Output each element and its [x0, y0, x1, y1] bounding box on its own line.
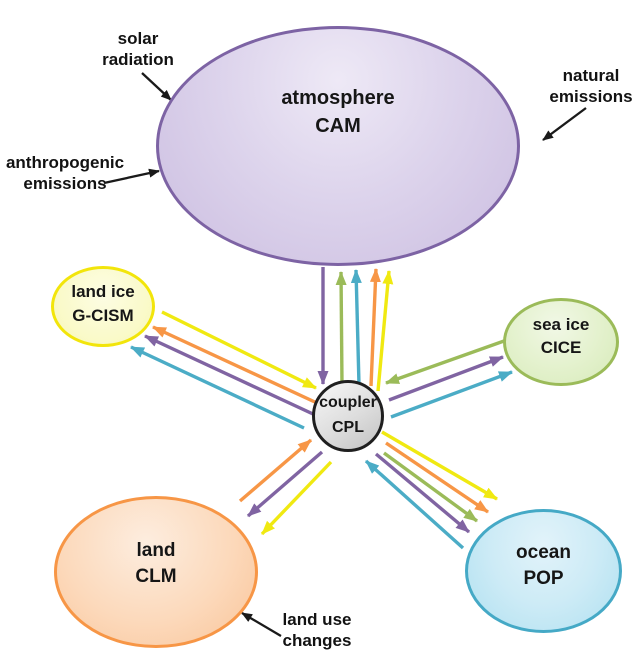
flow-arrow-coupler-to-land-yellow [260, 460, 333, 536]
flow-arrow-coupler-to-land_ice-orange [152, 325, 318, 405]
annotation-land-use-changes-line1: land use [282, 610, 352, 629]
node-coupler: coupler CPL [312, 380, 384, 452]
node-land: land CLM [54, 496, 258, 648]
flow-arrow-land_ice-to-coupler-yellow [161, 310, 317, 390]
flow-arrow-coupler-to-atmosphere-orange [369, 268, 381, 387]
annotation-arrow-solar_radiation [141, 72, 172, 101]
node-sea-ice: sea ice CICE [503, 298, 619, 386]
node-land-ice: land ice G-CISM [51, 266, 155, 347]
annotation-anthropogenic-emissions: anthropogenic emissions [0, 152, 130, 194]
annotation-natural-emissions-line1: natural [562, 66, 620, 85]
node-land-ice-code: G-CISM [72, 305, 134, 325]
flow-arrow-ocean-to-coupler-teal [364, 459, 465, 550]
flow-arrow-coupler-to-land_ice-teal [130, 345, 305, 430]
flow-arrow-coupler-to-atmosphere-yellow [376, 270, 394, 392]
node-land-label: land [136, 539, 176, 561]
node-sea-ice-label: sea ice [532, 314, 590, 334]
node-land-ice-label: land ice [71, 282, 135, 302]
flow-arrow-coupler-to-land-purple [246, 450, 324, 518]
node-sea-ice-code: CICE [540, 338, 582, 357]
node-ocean: ocean POP [465, 509, 622, 633]
flow-arrow-coupler-to-ocean-yellow [381, 430, 498, 501]
node-atmosphere-code: CAM [315, 115, 361, 137]
annotation-anthropogenic-emissions-line1: anthropogenic [5, 153, 125, 172]
node-land-code: CLM [135, 566, 177, 587]
annotation-arrow-anthropogenic_emissions [103, 168, 160, 185]
node-coupler-code: CPL [332, 419, 364, 436]
flow-arrow-coupler-to-atmosphere-teal [350, 269, 362, 386]
node-atmosphere-label: atmosphere [281, 87, 395, 110]
flow-arrow-coupler-to-land_ice-purple [144, 334, 314, 416]
flow-arrow-coupler-to-atmosphere-green [335, 271, 347, 385]
flow-arrow-coupler-to-sea_ice-purple [388, 355, 504, 402]
annotation-solar-radiation-line2: radiation [102, 50, 174, 69]
node-coupler-label: coupler [319, 394, 377, 412]
annotation-arrow-natural_emissions [542, 107, 587, 141]
node-atmosphere: atmosphere CAM [156, 26, 520, 266]
node-ocean-code: POP [523, 568, 564, 589]
flow-arrow-coupler-to-ocean-orange [385, 441, 489, 514]
annotation-arrow-land_use_changes [241, 612, 282, 637]
annotation-land-use-changes-line2: changes [282, 631, 352, 650]
flow-arrow-sea_ice-to-coupler-green [385, 339, 505, 385]
annotation-anthropogenic-emissions-line2: emissions [23, 174, 107, 193]
annotation-land-use-changes: land use changes [262, 609, 372, 651]
annotation-natural-emissions-line2: emissions [549, 87, 633, 106]
flow-arrow-coupler-to-sea_ice-teal [390, 370, 513, 419]
annotation-solar-radiation-line1: solar [117, 29, 159, 48]
annotation-solar-radiation: solar radiation [80, 28, 196, 70]
annotation-natural-emissions: natural emissions [536, 65, 640, 107]
flow-arrow-coupler-to-ocean-purple [374, 452, 471, 534]
flow-arrow-coupler-to-ocean-green [382, 451, 479, 523]
node-ocean-label: ocean [516, 541, 571, 563]
flow-arrow-land-to-coupler-orange [238, 438, 313, 503]
